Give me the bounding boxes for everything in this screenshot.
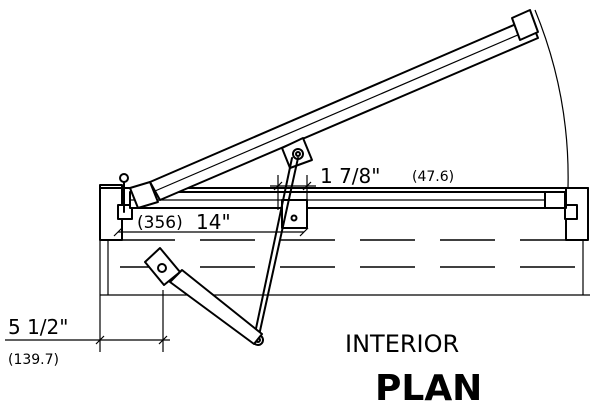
dim-projection: 5 1/2" (139.7) [5, 290, 170, 368]
open-cover [129, 9, 539, 209]
lid-bracket [281, 137, 313, 169]
dim-arm-mount-in: 14" [196, 210, 231, 234]
dim-arm-mount-mm: (356) [137, 213, 183, 233]
dim-hinge-offset: 1 7/8" (47.6) [270, 164, 454, 210]
dim-hinge-offset-in: 1 7/8" [320, 164, 380, 188]
interior-label: INTERIOR [345, 330, 459, 358]
gas-strut-open [144, 247, 263, 345]
closed-cover [129, 191, 567, 209]
curb-frame [99, 239, 590, 296]
swing-arc [534, 9, 569, 189]
dim-arm-mount: (356) 14" [113, 210, 309, 237]
dim-projection-mm: (139.7) [8, 352, 59, 368]
plan-title: PLAN [375, 368, 482, 409]
hinge-post [119, 173, 129, 213]
dim-hinge-offset-mm: (47.6) [412, 169, 454, 185]
dim-projection-in: 5 1/2" [8, 315, 68, 339]
